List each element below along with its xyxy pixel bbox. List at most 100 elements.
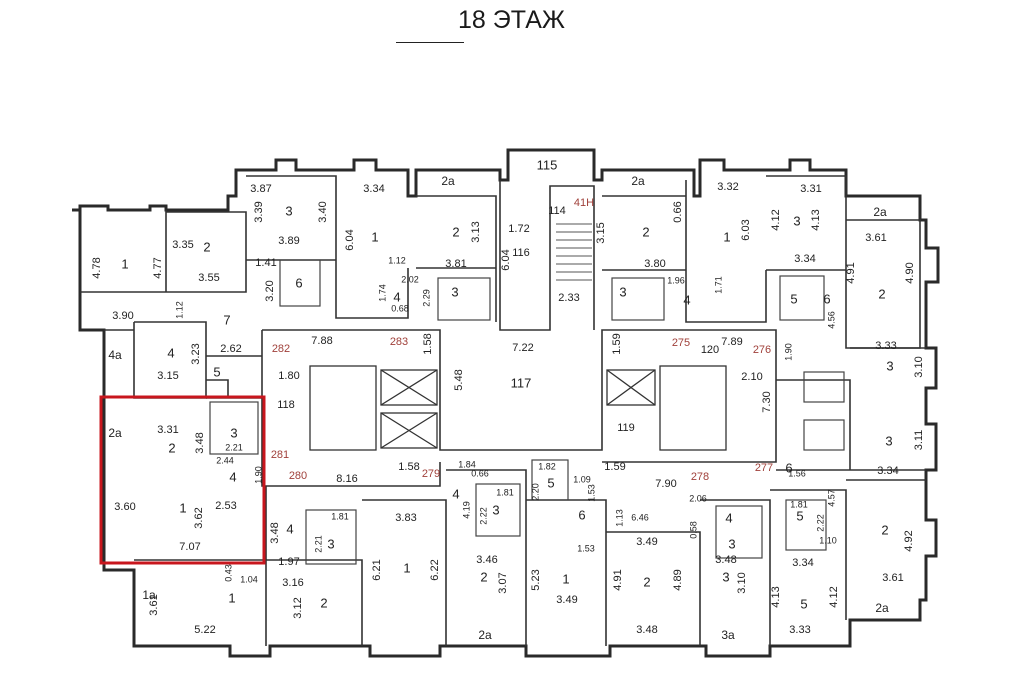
plan-label: 4 <box>286 521 293 536</box>
plan-label: 3.48 <box>194 432 206 453</box>
plan-label: 7.90 <box>655 478 676 490</box>
plan-label: 6 <box>295 275 302 290</box>
plan-label: 3.33 <box>875 340 896 352</box>
plan-label: 1 <box>228 590 235 605</box>
plan-label: 2 <box>643 574 650 589</box>
plan-label: 2 <box>203 239 210 254</box>
plan-label: 7.30 <box>761 391 773 412</box>
plan-label: 4.13 <box>770 586 782 607</box>
plan-label: 2.10 <box>741 371 762 383</box>
plan-label: 2.62 <box>220 343 241 355</box>
plan-label: 6 <box>578 507 585 522</box>
plan-label: 3.90 <box>112 310 133 322</box>
plan-label: 6.03 <box>740 219 752 240</box>
plan-label: 1.59 <box>611 333 623 354</box>
plan-label: 280 <box>289 470 307 482</box>
plan-label: 1.81 <box>331 511 349 521</box>
plan-label: 6.46 <box>631 512 649 522</box>
plan-label: 7.22 <box>512 342 533 354</box>
plan-label: 3.11 <box>913 430 925 451</box>
plan-label: 3 <box>327 536 334 551</box>
plan-label: 1.72 <box>508 223 529 235</box>
plan-label: 2 <box>320 595 327 610</box>
plan-label: 5 <box>213 364 220 379</box>
plan-label: 3.55 <box>198 272 219 284</box>
plan-label: 2.22 <box>478 507 488 525</box>
plan-label: 117 <box>511 375 532 390</box>
plan-label: 3 <box>619 284 626 299</box>
plan-label: 1 <box>403 560 410 575</box>
plan-label: 3.10 <box>736 572 748 593</box>
plan-label: 276 <box>753 344 771 356</box>
plan-label: 6 <box>823 291 830 306</box>
plan-label: 3 <box>793 213 800 228</box>
plan-label: 4.57 <box>826 489 836 507</box>
plan-label: 4.92 <box>903 530 915 551</box>
plan-label: 3.48 <box>715 554 736 566</box>
inner-walls <box>80 175 926 646</box>
plan-label: 2 <box>452 224 459 239</box>
plan-label: 3.34 <box>792 557 813 569</box>
plan-label: 2.22 <box>815 514 825 532</box>
plan-label: 4 <box>393 289 400 304</box>
plan-label: 1.12 <box>174 301 184 319</box>
plan-label: 6.22 <box>429 559 441 580</box>
plan-label: 283 <box>390 336 408 348</box>
plan-label: 118 <box>277 399 295 411</box>
plan-label: 277 <box>755 462 773 474</box>
plan-label: 114 <box>548 205 566 217</box>
plan-label: 119 <box>617 422 635 434</box>
plan-label: 120 <box>701 344 719 356</box>
plan-label: 1а <box>142 588 156 602</box>
plan-label: 41Н <box>574 197 594 209</box>
plan-label: 1.58 <box>422 333 434 354</box>
plan-label: 5.23 <box>530 569 542 590</box>
plan-label: 2.29 <box>421 289 431 307</box>
plan-label: 0.68 <box>391 303 409 313</box>
plan-label: 6.04 <box>344 229 356 250</box>
plan-label: 1.90 <box>783 343 793 361</box>
plan-label: 3.13 <box>470 221 482 242</box>
plan-label: 1.80 <box>278 370 299 382</box>
plan-label: 3.07 <box>497 572 509 593</box>
plan-label: 4.90 <box>904 262 916 283</box>
plan-label: 5 <box>796 508 803 523</box>
plan-label: 4.12 <box>770 209 782 230</box>
plan-label: 3.60 <box>114 501 135 513</box>
plan-label: 8.16 <box>336 473 357 485</box>
plan-label: 1 <box>371 229 378 244</box>
plan-label: 6 <box>785 460 792 475</box>
plan-label: 2а <box>108 426 122 440</box>
plan-label: 1 <box>121 256 128 271</box>
plan-label: 2а <box>478 628 492 642</box>
plan-label: 3.48 <box>636 624 657 636</box>
plan-label: 3.31 <box>800 183 821 195</box>
plan-label: 3 <box>722 569 729 584</box>
plan-label: 5 <box>800 596 807 611</box>
plan-label: 2.06 <box>689 493 707 503</box>
plan-label: 0.66 <box>672 201 684 222</box>
plan-label: 4.56 <box>826 311 836 329</box>
plan-label: 3.61 <box>882 572 903 584</box>
plan-label: 3.32 <box>717 181 738 193</box>
plan-label: 2.33 <box>558 292 579 304</box>
plan-label: 3.61 <box>865 232 886 244</box>
plan-label: 3 <box>285 203 292 218</box>
plan-label: 6.21 <box>371 559 383 580</box>
plan-label: 0.58 <box>688 521 698 539</box>
plan-label: 1.53 <box>586 484 596 502</box>
plan-label: 279 <box>422 468 440 480</box>
elevator-shafts <box>309 365 727 451</box>
plan-label: 7 <box>223 312 230 327</box>
plan-label: 3 <box>886 358 893 373</box>
plan-label: 3.34 <box>877 465 898 477</box>
plan-label: 2 <box>168 440 175 455</box>
plan-label: 7.07 <box>179 541 200 553</box>
stairwell <box>556 223 592 281</box>
plan-label: 3.33 <box>789 624 810 636</box>
plan-label: 3.62 <box>193 507 205 528</box>
plan-label: 1.41 <box>255 257 276 269</box>
plan-label: 4.12 <box>828 586 840 607</box>
plan-label: 1.13 <box>614 509 624 527</box>
